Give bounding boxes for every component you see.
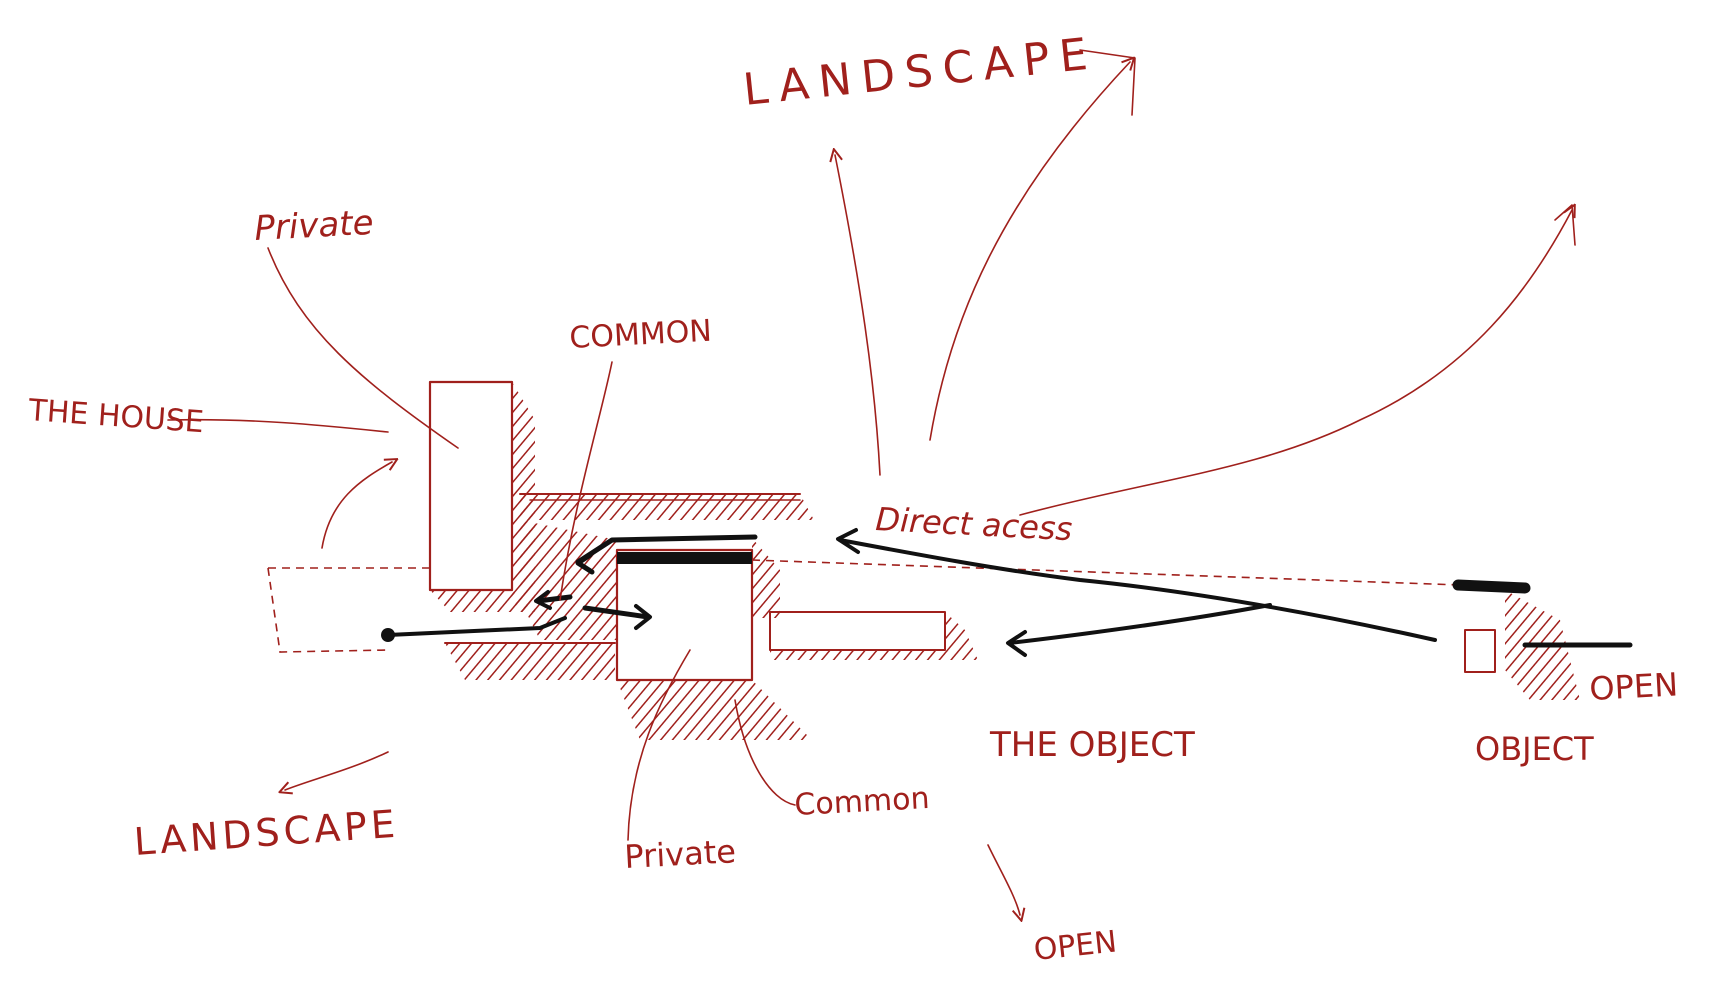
labels: LANDSCAPE Private COMMON THE HOUSE Direc… [26, 28, 1678, 968]
circulation-arrows [381, 528, 1437, 657]
label-the-house: THE HOUSE [26, 393, 205, 440]
label-open-right: OPEN [1588, 665, 1679, 708]
label-the-object: THE OBJECT [989, 725, 1195, 765]
label-landscape-bottom: LANDSCAPE [133, 802, 401, 864]
label-open-bottom: OPEN [1032, 924, 1118, 967]
remote-object [1452, 579, 1633, 700]
dashed-guides [267, 559, 1461, 653]
lower-slab [444, 642, 616, 680]
label-private-top: Private [253, 203, 374, 249]
label-direct-access: Direct acess [875, 500, 1074, 548]
upper-slab [519, 493, 814, 520]
house-tower [428, 380, 535, 612]
label-object-right: OBJECT [1475, 730, 1594, 768]
label-private-bottom: Private [623, 832, 736, 876]
central-block [520, 520, 812, 740]
label-common-bottom: Common [794, 781, 931, 823]
label-landscape-top: LANDSCAPE [741, 28, 1100, 116]
right-wing [769, 611, 978, 660]
label-common-top: COMMON [569, 314, 713, 356]
leader-lines [167, 49, 1575, 915]
